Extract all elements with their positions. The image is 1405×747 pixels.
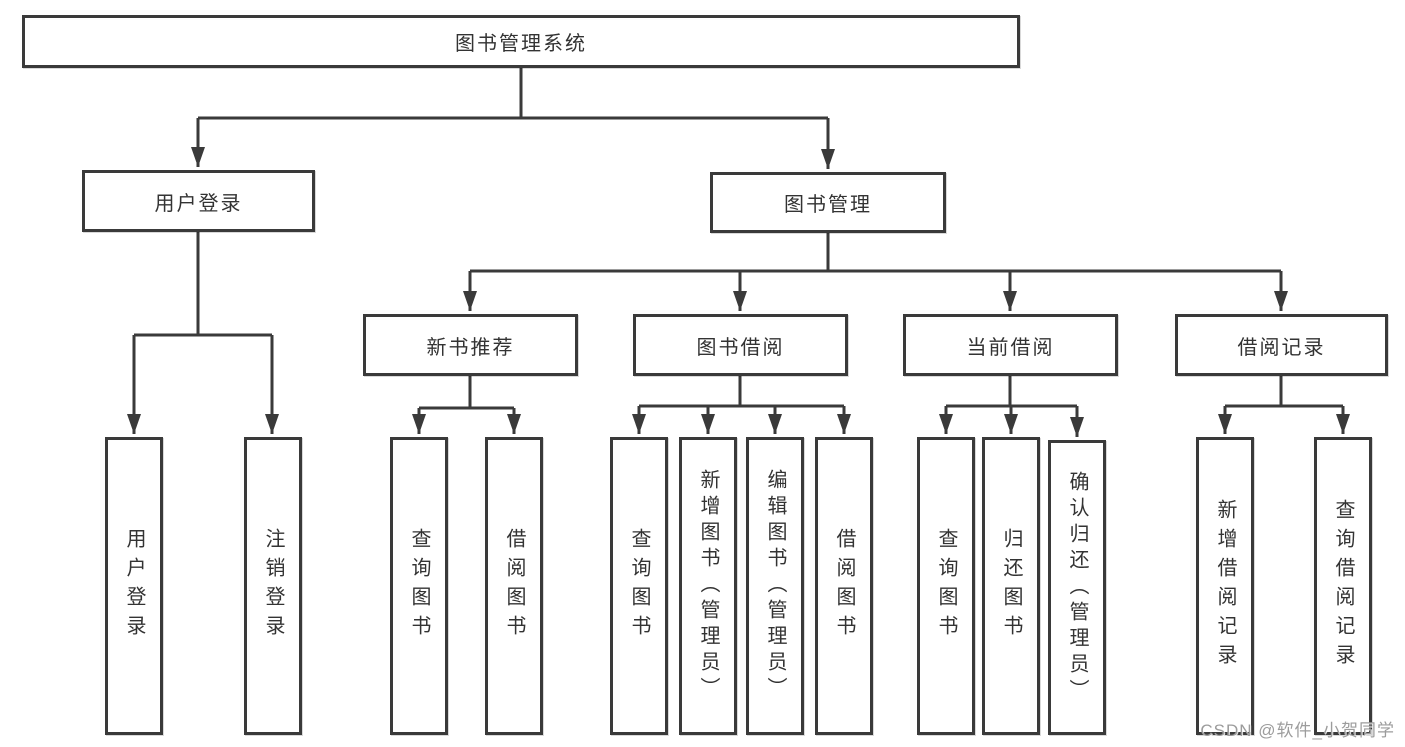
leaf-logout: 注销登录: [244, 437, 302, 735]
node-borrow-records: 借阅记录: [1175, 314, 1388, 376]
leaf-query-books-3: 查询图书: [917, 437, 975, 735]
leaf-user-login: 用户登录: [105, 437, 163, 735]
node-root-library-system: 图书管理系统: [22, 15, 1020, 68]
node-book-borrow: 图书借阅: [633, 314, 848, 376]
leaf-add-borrow-record: 新增借阅记录: [1196, 437, 1254, 735]
leaf-confirm-return-admin: 确认归还（管理员）: [1048, 440, 1106, 735]
leaf-edit-books-admin: 编辑图书（管理员）: [746, 437, 804, 735]
leaf-borrow-books-2: 借阅图书: [815, 437, 873, 735]
csdn-watermark: CSDN @软件_小贺同学: [1200, 721, 1395, 740]
leaf-borrow-books-1: 借阅图书: [485, 437, 543, 735]
node-user-login: 用户登录: [82, 170, 315, 232]
leaf-return-books: 归还图书: [982, 437, 1040, 735]
node-new-book-recommend: 新书推荐: [363, 314, 578, 376]
leaf-query-borrow-record: 查询借阅记录: [1314, 437, 1372, 735]
leaf-add-books-admin: 新增图书（管理员）: [679, 437, 737, 735]
leaf-query-books-1: 查询图书: [390, 437, 448, 735]
node-book-management: 图书管理: [710, 172, 946, 233]
node-current-borrow: 当前借阅: [903, 314, 1118, 376]
leaf-query-books-2: 查询图书: [610, 437, 668, 735]
